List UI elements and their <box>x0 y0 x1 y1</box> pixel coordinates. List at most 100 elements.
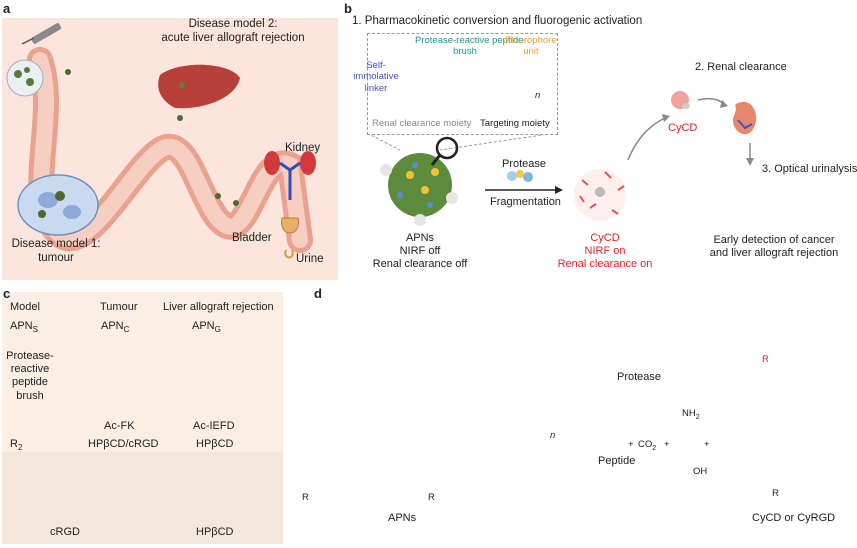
row-brush-line1: Protease- <box>6 350 54 362</box>
fragment-cloud-icon <box>574 169 626 221</box>
targeting-moiety-label: Targeting moiety <box>480 118 550 129</box>
co2-sub: 2 <box>652 444 657 452</box>
ac-iefd-label: Ac-IEFD <box>193 420 235 432</box>
kidney-icon <box>264 151 316 200</box>
urine-label: Urine <box>296 253 324 265</box>
fluorophore-line2: unit <box>523 46 539 58</box>
row-apns-text: APN <box>10 320 33 332</box>
bladder-label: Bladder <box>232 232 272 244</box>
tumour-icon <box>17 174 99 236</box>
step1-label: 1. Pharmacokinetic conversion and fluoro… <box>352 15 643 27</box>
cycd-label-small: CyCD <box>668 122 698 134</box>
liver-icon <box>158 64 240 109</box>
enzyme-icon <box>507 170 533 182</box>
nanoparticle-icon <box>380 153 458 226</box>
early-line1: Early detection of cancer <box>713 234 835 246</box>
step2-label: 2. Renal clearance <box>695 61 787 73</box>
oh-label: OH <box>693 466 708 477</box>
magnifier-icon <box>430 136 459 166</box>
panel-letter-a: a <box>3 1 11 16</box>
co2-label: CO2 <box>638 439 656 453</box>
co2-text: CO <box>638 439 653 450</box>
self-immolative-label: Self- immolative linker <box>352 60 400 94</box>
protease-brush-label: Protease-reactive peptide brush <box>415 35 524 58</box>
col-liver: Liver allograft rejection <box>163 301 274 313</box>
renal-moiety-label: Renal clearance moiety <box>372 118 472 129</box>
cycd-line1: CyCD <box>590 232 620 244</box>
plus-3: + <box>704 439 710 450</box>
cycd-line3: Renal clearance on <box>557 258 653 271</box>
self-immolative-line1: Self- <box>366 60 386 71</box>
self-immolative-line3: linker <box>364 82 388 94</box>
row-brush-line4: brush <box>16 389 44 402</box>
panel-letter-c: c <box>3 286 11 301</box>
product-label: CyCD or CyRGD <box>752 512 836 524</box>
protease-brush-line2: brush <box>453 46 477 58</box>
plus-2: + <box>664 439 670 450</box>
fluorophore-label: Fluorophore unit <box>505 35 557 58</box>
protease-label-d: Protease <box>617 371 662 383</box>
hpbcd-label: HPβCD <box>196 526 234 538</box>
apns-label-d: APNs <box>388 512 417 524</box>
protease-arrow <box>485 186 563 194</box>
apns-state-label: APNs NIRF off Renal clearance off <box>370 232 470 272</box>
kidney-organ-icon <box>732 101 757 135</box>
disease-model-2-line2: acute liver allograft rejection <box>161 31 305 44</box>
r2-label-c: R <box>772 488 779 499</box>
inset-n-label: n <box>535 90 541 101</box>
apnc-sub: C <box>123 325 130 335</box>
apnc-label: APNC <box>101 320 129 335</box>
panel-c-lower-background <box>2 452 283 544</box>
col-tumour: Tumour <box>100 301 138 313</box>
row-apns-sub: S <box>32 325 38 335</box>
syringe-icon <box>21 23 62 45</box>
nh2-text: NH <box>682 408 696 419</box>
nh2-label: NH2 <box>682 408 700 422</box>
crgd-label: cRGD <box>50 526 80 538</box>
self-immolative-line2: immolative <box>353 71 399 83</box>
panel-letter-b: b <box>344 1 352 16</box>
repeat-n-label: n <box>550 430 556 441</box>
cycd-state-label: CyCD NIRF on Renal clearance on <box>550 232 660 272</box>
particle-vial-icon <box>6 59 44 97</box>
fluorophore-line1: Fluorophore <box>505 35 557 46</box>
early-line2: and liver allograft rejection <box>709 247 839 260</box>
row-brush-line2: reactive <box>10 363 50 376</box>
disease-model-1-title: Disease model 1: tumour <box>4 238 108 266</box>
cycd-molecule-icon <box>671 91 690 109</box>
apng-sub: G <box>214 325 221 335</box>
col-model: Model <box>10 301 40 313</box>
r2-tumour-value: HPβCD/cRGD <box>88 438 159 450</box>
peptide-label: Peptide <box>598 455 636 467</box>
r1nh-label: R <box>762 354 769 365</box>
r2-liver-value: HPβCD <box>196 438 234 450</box>
cycd-line2: NIRF on <box>584 245 626 258</box>
apnc-text: APN <box>101 320 124 332</box>
row-brush-label: Protease- reactive peptide brush <box>2 350 58 403</box>
step3-label: 3. Optical urinalysis <box>762 163 857 175</box>
vessel-particles <box>65 69 239 206</box>
row-apns: APNS <box>10 320 38 335</box>
apns-line1: APNs <box>405 232 435 244</box>
disease-model-1-line2: tumour <box>38 251 74 264</box>
r2-label-b: R <box>428 492 435 503</box>
apns-line2: NIRF off <box>399 245 441 258</box>
protease-label-b: Protease <box>502 158 547 170</box>
row-r2-text: R <box>10 438 18 450</box>
ac-fk-label: Ac-FK <box>104 420 135 432</box>
nh2-sub: 2 <box>695 413 700 421</box>
panel-letter-d: d <box>314 286 322 301</box>
row-r2: R2 <box>10 438 22 453</box>
fragmentation-label: Fragmentation <box>490 196 561 208</box>
bladder-icon <box>281 217 299 259</box>
disease-model-1-line1: Disease model 1: <box>11 238 101 250</box>
protease-brush-line1: Protease-reactive peptide <box>415 35 524 46</box>
plus-1: + <box>628 439 634 450</box>
disease-model-2-title: Disease model 2: acute liver allograft r… <box>138 18 328 46</box>
apng-text: APN <box>192 320 215 332</box>
apns-line3: Renal clearance off <box>372 258 468 271</box>
kidney-label: Kidney <box>285 142 321 154</box>
polymer-inset-box <box>367 33 558 135</box>
row-r2-sub: 2 <box>17 443 23 453</box>
disease-model-2-line1: Disease model 2: <box>188 18 278 30</box>
